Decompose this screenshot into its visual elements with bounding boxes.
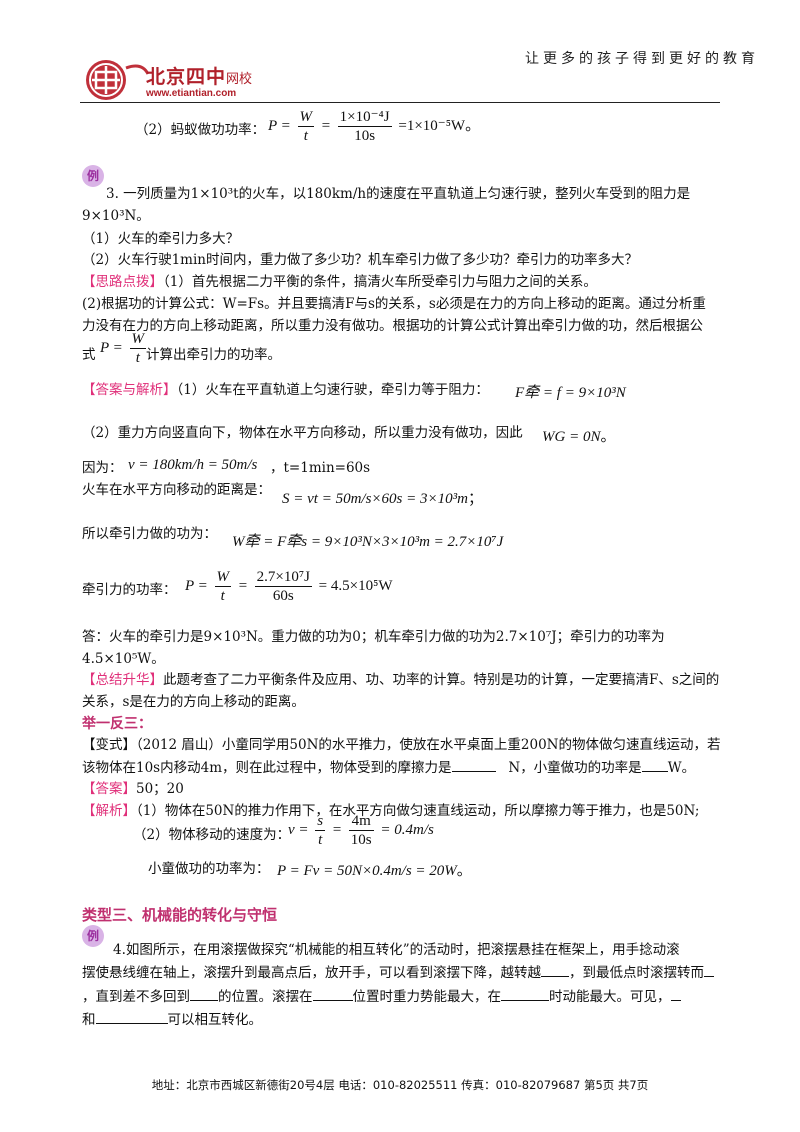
blank-1: [541, 962, 569, 977]
example4-line3: ，直到差不多回到的位置。滚摆在位置时重力势能最大，在时动能最大。可见，: [82, 986, 681, 1007]
example3-line2: 9×10³N。: [82, 208, 150, 224]
blank-4: [312, 986, 353, 1001]
example4-line4: 和可以相互转化。: [82, 1009, 262, 1030]
variant-explanation-line1: 【解析】（1）物体在50N的推力作用下，在水平方向做匀速直线运动，所以摩擦力等于…: [82, 803, 700, 819]
hint-line1: 【思路点拨】（1）首先根据二力平衡的条件，搞清火车所受牵引力与阻力之间的关系。: [82, 274, 597, 290]
hint-line4-pre: 式: [82, 347, 96, 363]
header-divider: [80, 102, 720, 103]
example4-line2: 摆使悬线缠在轴上，滚摆升到最高点后，放开手，可以看到滚摆下降，越转越，到最低点时…: [82, 962, 714, 983]
blank-2: [704, 962, 714, 977]
child-power-label: 小童做功的功率为：: [148, 861, 270, 877]
section-title: 类型三、机械能的转化与守恒: [82, 906, 278, 924]
summary-line1: 【总结升华】此题考查了二力平衡条件及应用、功、功率的计算。特别是功的计算，一定要…: [82, 672, 720, 688]
example3-question1: （1）火车的牵引力多大？: [82, 231, 240, 247]
distance-label: 火车在水平方向移动的距离是：: [82, 482, 271, 498]
final-answer-line2: 4.5×10⁵W。: [82, 651, 165, 667]
header-slogan: 让更多的孩子得到更好的教育: [525, 51, 759, 67]
ant-power-label: （2）蚂蚁做功功率：: [135, 122, 266, 138]
hint-line2: (2)根据功的计算公式：W=Fs。并且要搞清F与s的关系，s必须是在力的方向上移…: [82, 296, 706, 312]
summary-line2: 关系，s是在力的方向上移动的距离。: [82, 694, 305, 710]
brand-url: www.etiantian.com: [146, 88, 237, 99]
example-badge: 例: [82, 925, 104, 947]
blank-5: [501, 986, 549, 1001]
distance-formula: S = vt = 50m/s×60s = 3×10³m；: [282, 491, 483, 507]
answer-line2: （2）重力方向竖直向下，物体在水平方向移动，所以重力没有做功，因此: [82, 425, 523, 441]
school-logo-icon: [82, 58, 152, 102]
gravity-work-formula: WG = 0N。: [542, 429, 616, 445]
variant-line1: 【变式】（2012 眉山）小童同学用50N的水平推力，使放在水平桌面上重200N…: [82, 737, 721, 753]
blank-6: [670, 986, 681, 1001]
final-answer-line1: 答：火车的牵引力是9×10³N。重力做的功为0；机车牵引力做的功为2.7×10⁷…: [82, 629, 665, 645]
blank-3: [190, 986, 218, 1001]
speed-formula: v = 180km/h = 50m/s: [128, 457, 258, 473]
friction-blank: [451, 757, 496, 772]
variant-title: 举一反三：: [82, 716, 152, 732]
variant-line2: 该物体在10s内移动4m，则在此过程中，物体受到的摩擦力是 N，小童做功的功率是…: [82, 757, 695, 778]
example-badge: 例: [82, 165, 104, 187]
example3-line1: 3. 一列质量为1×10³t的火车，以180km/h的速度在平直轨道上匀速行驶，…: [106, 186, 691, 202]
page-footer: 地址：北京市西城区新德街20号4层 电话：010-82025511 传真：010…: [151, 1078, 649, 1092]
answer-line1: 【答案与解析】（1）火车在平直轨道上匀速行驶，牵引力等于阻力：: [82, 382, 489, 398]
power-blank: [641, 757, 668, 772]
traction-formula: F牵 = f = 9×10³N: [515, 385, 626, 401]
example4-line1: 4.如图所示，在用滚摆做探究“机械能的相互转化”的活动时，把滚摆悬挂在框架上，用…: [113, 942, 680, 958]
variant-answer: 【答案】50；20: [82, 781, 184, 797]
work-formula: W牵 = F牵s = 9×10³N×3×10³m = 2.7×10⁷J: [232, 534, 504, 550]
work-label: 所以牵引力做的功为：: [82, 526, 217, 542]
hint-line3: 力没有在力的方向上移动距离，所以重力没有做功。根据功的计算公式计算出牵引力做的功…: [82, 318, 703, 334]
example3-question2: （2）火车行驶1min时间内，重力做了多少功？机车牵引力做了多少功？牵引力的功率…: [82, 252, 638, 268]
blank-7: [95, 1009, 168, 1024]
velocity-label: （2）物体移动的速度为：: [133, 827, 291, 843]
because-label: 因为：: [82, 460, 123, 476]
brand-name: 北京四中网校: [146, 66, 253, 88]
child-power-formula: P = Fv = 50N×0.4m/s = 20W。: [277, 863, 472, 879]
hint-line4-post: 计算出牵引力的功率。: [146, 347, 281, 363]
time-text: ，t=1min=60s: [270, 460, 371, 476]
power-label: 牵引力的功率：: [82, 582, 177, 598]
